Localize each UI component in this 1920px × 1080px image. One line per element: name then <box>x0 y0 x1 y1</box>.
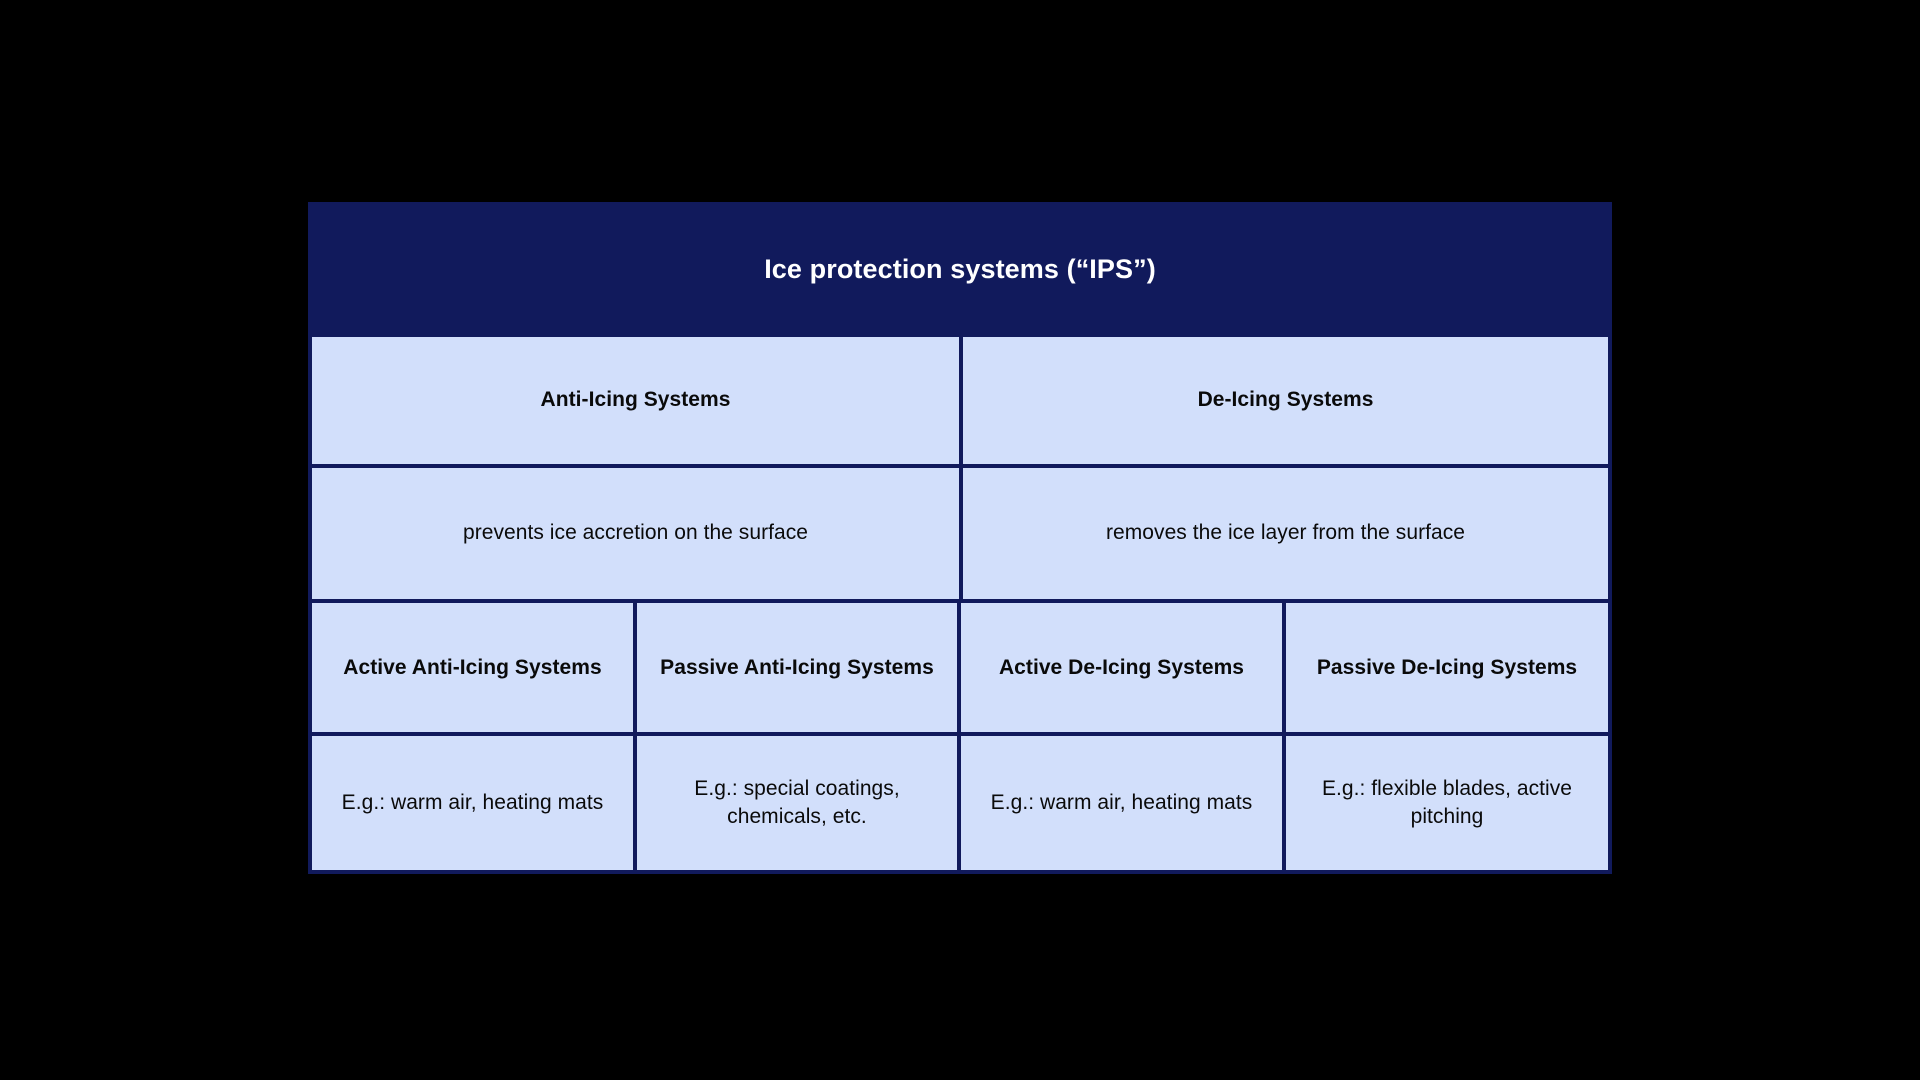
column-divider-1 <box>633 736 637 870</box>
description-row: prevents ice accretion on the surface re… <box>308 467 1612 600</box>
cell-passive-de-icing-examples: E.g.: flexible blades, active pitching <box>1286 736 1608 870</box>
table-right-edge-border <box>1608 603 1612 733</box>
cell-de-icing-systems: De-Icing Systems <box>963 336 1608 464</box>
row-divider-2 <box>308 599 1612 604</box>
table-bottom-edge-border <box>308 870 1612 874</box>
example-row: E.g.: warm air, heating mats E.g.: speci… <box>308 736 1612 870</box>
cell-active-de-icing-systems: Active De-Icing Systems <box>961 603 1282 733</box>
table-header-band: Ice protection systems (“IPS”) <box>308 202 1612 337</box>
cell-anti-icing-description: prevents ice accretion on the surface <box>312 467 959 600</box>
cell-active-de-icing-examples: E.g.: warm air, heating mats <box>961 736 1282 870</box>
column-divider-3 <box>1282 603 1286 733</box>
table-left-edge-border <box>308 736 312 870</box>
row-divider-3 <box>308 732 1612 737</box>
table-left-edge-border <box>308 603 312 733</box>
table-right-edge-border <box>1608 736 1612 870</box>
column-divider-center <box>957 603 961 733</box>
column-divider-center <box>957 736 961 870</box>
subtype-row: Active Anti-Icing Systems Passive Anti-I… <box>308 603 1612 733</box>
cell-active-anti-icing-systems: Active Anti-Icing Systems <box>312 603 633 733</box>
category-row: Anti-Icing Systems De-Icing Systems <box>308 336 1612 464</box>
column-divider-1 <box>633 603 637 733</box>
column-divider-center <box>959 467 963 600</box>
cell-passive-anti-icing-systems: Passive Anti-Icing Systems <box>637 603 957 733</box>
cell-passive-de-icing-systems: Passive De-Icing Systems <box>1286 603 1608 733</box>
cell-active-anti-icing-examples: E.g.: warm air, heating mats <box>312 736 633 870</box>
table-title: Ice protection systems (“IPS”) <box>764 254 1156 285</box>
cell-anti-icing-systems: Anti-Icing Systems <box>312 336 959 464</box>
column-divider-3 <box>1282 736 1286 870</box>
table-right-edge-border <box>1608 336 1612 464</box>
table-left-edge-border <box>308 467 312 600</box>
ice-protection-systems-table: Ice protection systems (“IPS”) Anti-Icin… <box>308 202 1612 874</box>
table-right-edge-border <box>1608 467 1612 600</box>
row-divider-1 <box>308 463 1612 468</box>
column-divider-center <box>959 336 963 464</box>
cell-passive-anti-icing-examples: E.g.: special coatings, chemicals, etc. <box>637 736 957 870</box>
cell-de-icing-description: removes the ice layer from the surface <box>963 467 1608 600</box>
table-left-edge-border <box>308 336 312 464</box>
